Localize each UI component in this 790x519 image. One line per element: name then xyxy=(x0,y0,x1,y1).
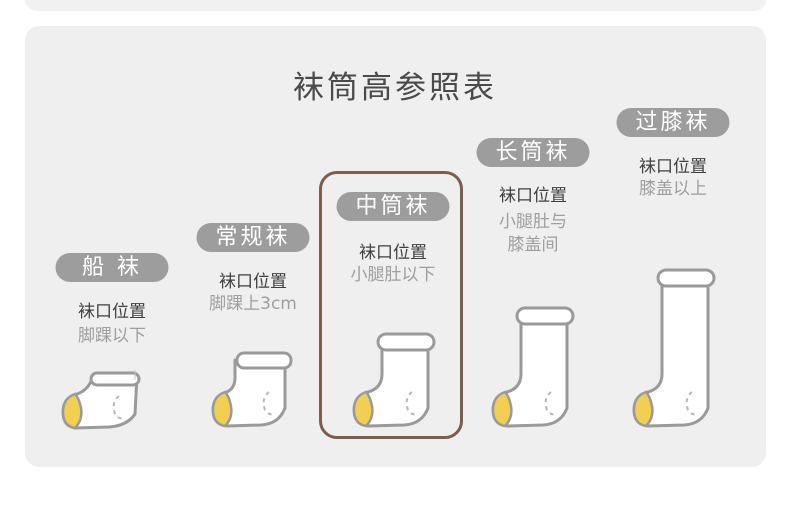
long-sock-icon xyxy=(491,306,575,428)
category-label: 袜口位置 xyxy=(219,272,287,292)
category-desc-line2: 膝盖间 xyxy=(507,235,559,255)
top-card xyxy=(25,0,766,11)
highlight-frame xyxy=(319,171,463,439)
over-knee-sock-icon xyxy=(632,268,716,428)
category-desc: 小腿肚以下 xyxy=(350,265,436,285)
category-label: 袜口位置 xyxy=(499,186,567,206)
category-desc: 脚踝上3cm xyxy=(209,294,297,314)
category-badge: 常规袜 xyxy=(196,223,310,252)
category-desc: 膝盖以上 xyxy=(639,179,707,199)
category-badge: 船 袜 xyxy=(55,253,169,282)
category-label: 袜口位置 xyxy=(359,243,427,263)
category-badge: 过膝袜 xyxy=(616,108,730,137)
no-show-sock-icon xyxy=(61,370,141,430)
category-badge: 中筒袜 xyxy=(336,192,450,221)
mid-calf-sock-icon xyxy=(352,332,436,428)
page-title: 袜筒高参照表 xyxy=(293,70,497,106)
category-desc: 小腿肚与 xyxy=(499,212,567,232)
category-label: 袜口位置 xyxy=(78,302,146,322)
category-label: 袜口位置 xyxy=(639,157,707,177)
regular-sock-icon xyxy=(211,351,293,428)
category-desc: 脚踝以下 xyxy=(78,326,146,346)
category-badge: 长筒袜 xyxy=(476,138,590,167)
